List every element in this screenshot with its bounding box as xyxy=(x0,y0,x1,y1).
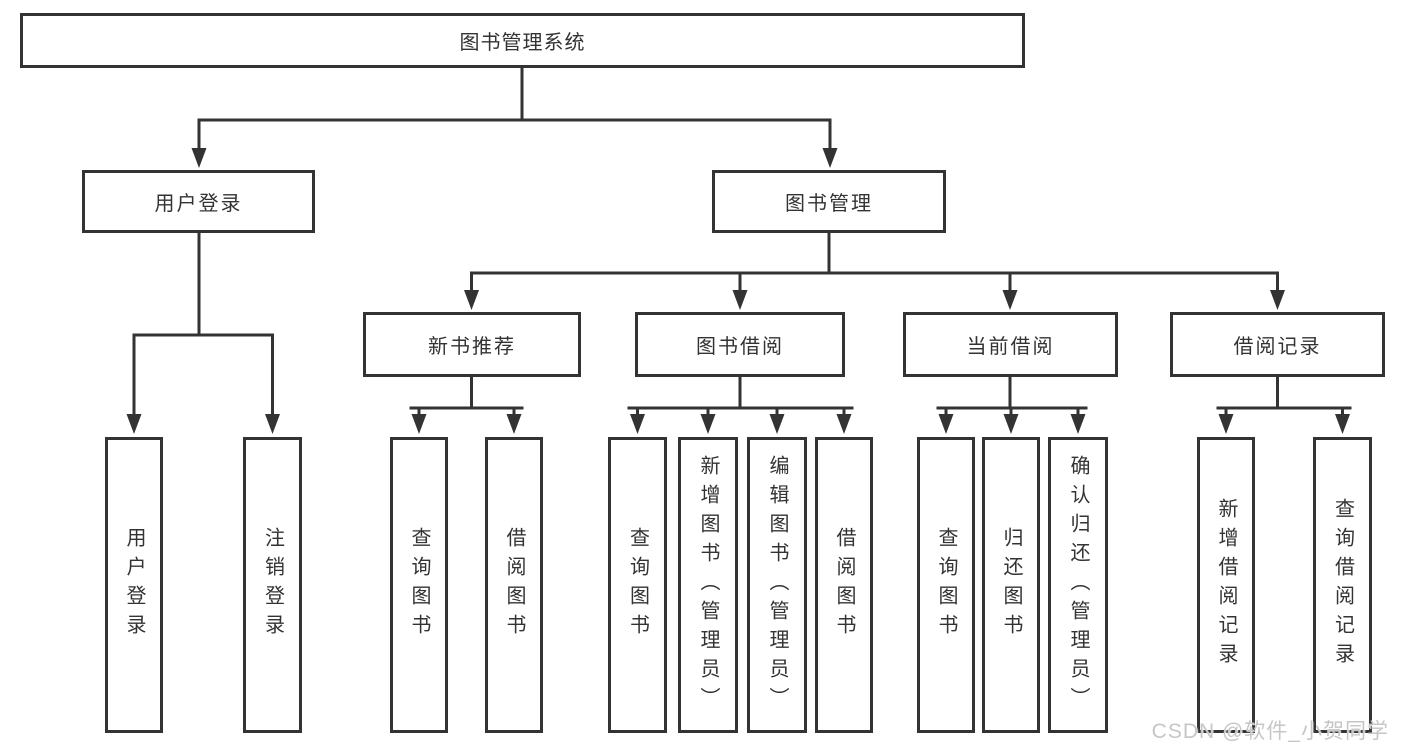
connector-borrow-records-branch xyxy=(1216,375,1352,434)
leaf-borrow-books: 借阅图书 xyxy=(815,437,873,733)
leaf-query-books-borrow: 查询图书 xyxy=(608,437,667,733)
arrowhead-down-icon xyxy=(732,290,748,310)
leaf-borrow-books-recommend-label: 借阅图书 xyxy=(503,527,525,643)
node-user-login-label: 用户登录 xyxy=(154,193,243,215)
arrowhead-down-icon xyxy=(191,148,207,168)
leaf-confirm-return-admin: 确认归还（管理员） xyxy=(1048,437,1108,733)
arrowhead-down-icon xyxy=(769,414,785,434)
node-root: 图书管理系统 xyxy=(20,13,1025,68)
leaf-query-books-borrow-label: 查询图书 xyxy=(626,527,649,643)
node-book-borrow: 图书借阅 xyxy=(635,312,845,377)
arrowhead-down-icon xyxy=(700,414,716,434)
node-book-borrow-label: 图书借阅 xyxy=(696,336,784,358)
leaf-user-login-label: 用户登录 xyxy=(123,527,145,643)
connector-new-book-branch xyxy=(409,375,524,434)
connector-root-to-level2 xyxy=(191,66,838,168)
arrowhead-down-icon xyxy=(1335,414,1350,434)
arrowhead-down-icon xyxy=(938,414,954,434)
arrowhead-down-icon xyxy=(822,148,838,168)
leaf-confirm-return-admin-label: 确认归还（管理员） xyxy=(1067,454,1089,716)
node-new-book-recommend: 新书推荐 xyxy=(363,312,581,377)
arrowhead-down-icon xyxy=(411,414,427,434)
leaf-query-books-recommend: 查询图书 xyxy=(390,437,448,733)
node-book-management: 图书管理 xyxy=(712,170,946,233)
node-new-book-recommend-label: 新书推荐 xyxy=(428,336,516,358)
arrowhead-down-icon xyxy=(1002,290,1018,310)
arrowhead-down-icon xyxy=(1070,414,1086,434)
node-borrow-records-label: 借阅记录 xyxy=(1233,336,1322,358)
leaf-edit-book-admin: 编辑图书（管理员） xyxy=(747,437,807,733)
watermark: CSDN @软件_小贺同学 xyxy=(1151,720,1389,743)
connector-current-borrow-branch xyxy=(936,375,1088,434)
leaf-logout: 注销登录 xyxy=(243,437,302,733)
node-root-label: 图书管理系统 xyxy=(459,32,586,54)
leaf-borrow-books-label: 借阅图书 xyxy=(833,527,855,643)
node-current-borrow: 当前借阅 xyxy=(903,312,1118,377)
leaf-query-books-recommend-label: 查询图书 xyxy=(408,527,430,643)
arrowhead-down-icon xyxy=(506,414,522,434)
arrowhead-down-icon xyxy=(464,290,479,310)
node-user-login: 用户登录 xyxy=(82,170,315,233)
node-borrow-records: 借阅记录 xyxy=(1170,312,1385,377)
node-current-borrow-label: 当前借阅 xyxy=(966,336,1055,358)
arrowhead-down-icon xyxy=(836,414,852,434)
leaf-query-borrow-record-label: 查询借阅记录 xyxy=(1331,498,1354,672)
arrowhead-down-icon xyxy=(265,414,280,434)
connector-book-borrow-branch xyxy=(627,375,854,434)
arrowhead-down-icon xyxy=(126,414,142,434)
leaf-return-book: 归还图书 xyxy=(982,437,1040,733)
leaf-query-borrow-record: 查询借阅记录 xyxy=(1313,437,1372,733)
leaf-logout-label: 注销登录 xyxy=(261,527,284,643)
leaf-edit-book-admin-label: 编辑图书（管理员） xyxy=(766,454,788,716)
leaf-return-book-label: 归还图书 xyxy=(1000,527,1022,643)
node-book-management-label: 图书管理 xyxy=(785,193,873,215)
arrowhead-down-icon xyxy=(1003,414,1019,434)
arrowhead-down-icon xyxy=(1218,414,1234,434)
leaf-user-login: 用户登录 xyxy=(105,437,163,733)
leaf-query-books-current: 查询图书 xyxy=(917,437,975,733)
leaf-add-borrow-record-label: 新增借阅记录 xyxy=(1215,498,1237,672)
arrowhead-down-icon xyxy=(1270,290,1285,310)
leaf-borrow-books-recommend: 借阅图书 xyxy=(485,437,543,733)
arrowhead-down-icon xyxy=(630,414,645,434)
connector-user-login-branch xyxy=(126,231,280,434)
leaf-add-book-admin: 新增图书（管理员） xyxy=(678,437,738,733)
leaf-query-books-current-label: 查询图书 xyxy=(935,527,957,643)
connector-book-management-branch xyxy=(464,231,1285,310)
leaf-add-book-admin-label: 新增图书（管理员） xyxy=(697,454,719,716)
leaf-add-borrow-record: 新增借阅记录 xyxy=(1197,437,1255,733)
